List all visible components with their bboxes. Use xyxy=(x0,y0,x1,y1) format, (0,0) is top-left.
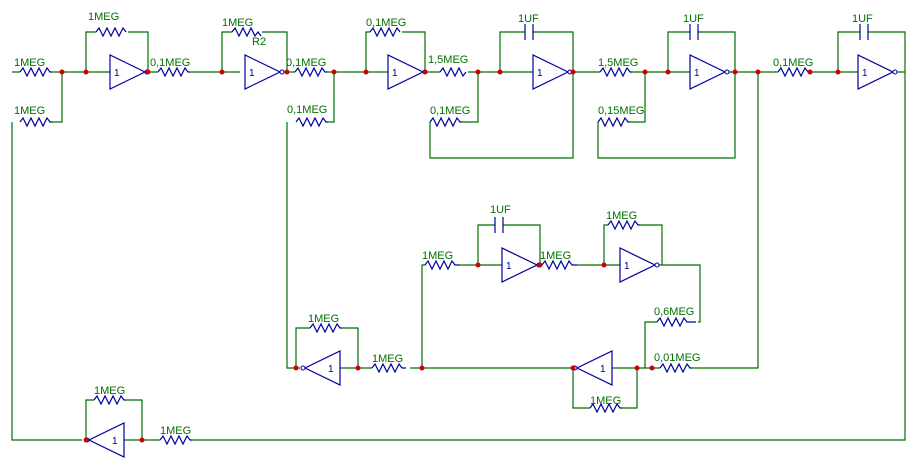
label-r-loop-a5: 0,15MEG xyxy=(598,105,644,117)
amplifier-gain-labels: 1 1 1 1 1 1 1 1 1 1 1 xyxy=(112,68,868,447)
amplifier-b4-icon xyxy=(572,350,613,386)
resistor-r-b1-out xyxy=(371,362,406,374)
label-r-a1-a2: 0,1MEG xyxy=(150,57,190,69)
label-r-in: 1MEG xyxy=(14,57,45,69)
amplifier-a6-icon xyxy=(857,54,898,90)
resistor-r-b2-b3 xyxy=(541,259,577,271)
resistor-r-fb-b3 xyxy=(607,219,640,231)
label-r-fb-a1: 1MEG xyxy=(88,11,119,23)
resistor-r-in-b2 xyxy=(424,259,460,271)
gain-a3: 1 xyxy=(392,68,398,79)
resistor-r-loop-a5 xyxy=(597,116,630,128)
label-r-sum-b: 1MEG xyxy=(14,105,45,117)
gain-b2: 1 xyxy=(506,261,512,272)
label-c-a5: 1UF xyxy=(683,13,704,25)
label-r-b1-out: 1MEG xyxy=(372,353,403,365)
resistor-r-fb-a3 xyxy=(369,26,401,38)
label-r-fb-b1: 1MEG xyxy=(308,313,339,325)
resistor-r-a4-a5 xyxy=(599,66,632,78)
resistor-r-a2-a3 xyxy=(294,66,327,78)
label-r-b5-out: 1MEG xyxy=(160,425,191,437)
resistor-r-loop-a4 xyxy=(429,116,462,128)
resistor-r-fb-b1 xyxy=(309,322,342,334)
resistors xyxy=(19,26,810,446)
amplifier-b3-icon xyxy=(619,247,660,283)
resistor-r-b3-fb xyxy=(656,316,696,328)
label-r-fb-b4: 1MEG xyxy=(590,395,621,407)
amplifier-b1-icon xyxy=(300,350,341,386)
label-r-a5-a6: 0,1MEG xyxy=(773,57,813,69)
label-r-loop-a4: 0,1MEG xyxy=(430,105,470,117)
resistor-r-a1-a2 xyxy=(157,66,190,78)
resistor-r-fb-a2 xyxy=(231,26,262,38)
amplifier-b5-icon xyxy=(84,422,125,458)
resistor-r-fb-b5 xyxy=(93,394,126,406)
wires xyxy=(11,31,906,441)
capacitors xyxy=(494,24,869,233)
resistor-r-a3-a4 xyxy=(439,66,467,78)
label-r-fb-a3: 0,1MEG xyxy=(366,17,406,29)
gain-b3: 1 xyxy=(624,261,630,272)
resistor-r-sum-b xyxy=(19,116,52,128)
gain-a5: 1 xyxy=(694,68,700,79)
resistor-r-fb-a1 xyxy=(95,26,127,38)
label-r-b2-b3: 1MEG xyxy=(540,250,571,262)
junction-dots xyxy=(59,69,841,443)
resistor-r-fb-b4 xyxy=(589,402,622,414)
label-r-in-b2: 1MEG xyxy=(422,250,453,262)
amplifier-a5-icon xyxy=(689,54,730,90)
label-r-a3-a4: 1,5MEG xyxy=(428,54,468,66)
capacitor-c-b2 xyxy=(494,217,504,233)
amplifier-a2-icon xyxy=(244,54,285,90)
label-r-fb-b3: 1MEG xyxy=(606,210,637,222)
resistor-r-in xyxy=(19,66,52,78)
amplifiers xyxy=(84,54,898,458)
resistor-r-a5-a6 xyxy=(777,66,810,78)
label-r-fb-a2-ref: R2 xyxy=(252,36,266,48)
gain-a6: 1 xyxy=(862,68,868,79)
label-r-a2-a3: 0,1MEG xyxy=(286,57,326,69)
resistor-r-b5-out xyxy=(159,434,192,446)
label-r-fb-a2: 1MEG xyxy=(222,17,253,29)
label-r-b3-fb: 0,6MEG xyxy=(654,306,694,318)
label-r-tap-a2: 0,1MEG xyxy=(287,104,327,116)
gain-a2: 1 xyxy=(249,68,255,79)
label-c-a4: 1UF xyxy=(518,13,539,25)
gain-a1: 1 xyxy=(114,68,120,79)
gain-b1: 1 xyxy=(328,364,334,375)
component-labels: 1MEG 1MEG 0,1MEG 1MEG R2 0,1MEG 0,1MEG 1… xyxy=(14,11,873,437)
resistor-r-tap-a2 xyxy=(295,116,328,128)
gain-b5: 1 xyxy=(112,436,118,447)
gain-a4: 1 xyxy=(537,68,543,79)
capacitor-c-a6 xyxy=(859,24,869,40)
gain-b4: 1 xyxy=(600,364,606,375)
resistor-r-b4-in xyxy=(659,362,692,374)
label-r-b4-in: 0,01MEG xyxy=(654,352,700,364)
label-r-fb-b5: 1MEG xyxy=(94,385,125,397)
label-c-a6: 1UF xyxy=(852,13,873,25)
capacitor-c-a5 xyxy=(689,24,699,40)
capacitor-c-a4 xyxy=(524,24,534,40)
label-c-b2: 1UF xyxy=(490,204,511,216)
label-r-a4-a5: 1,5MEG xyxy=(598,57,638,69)
